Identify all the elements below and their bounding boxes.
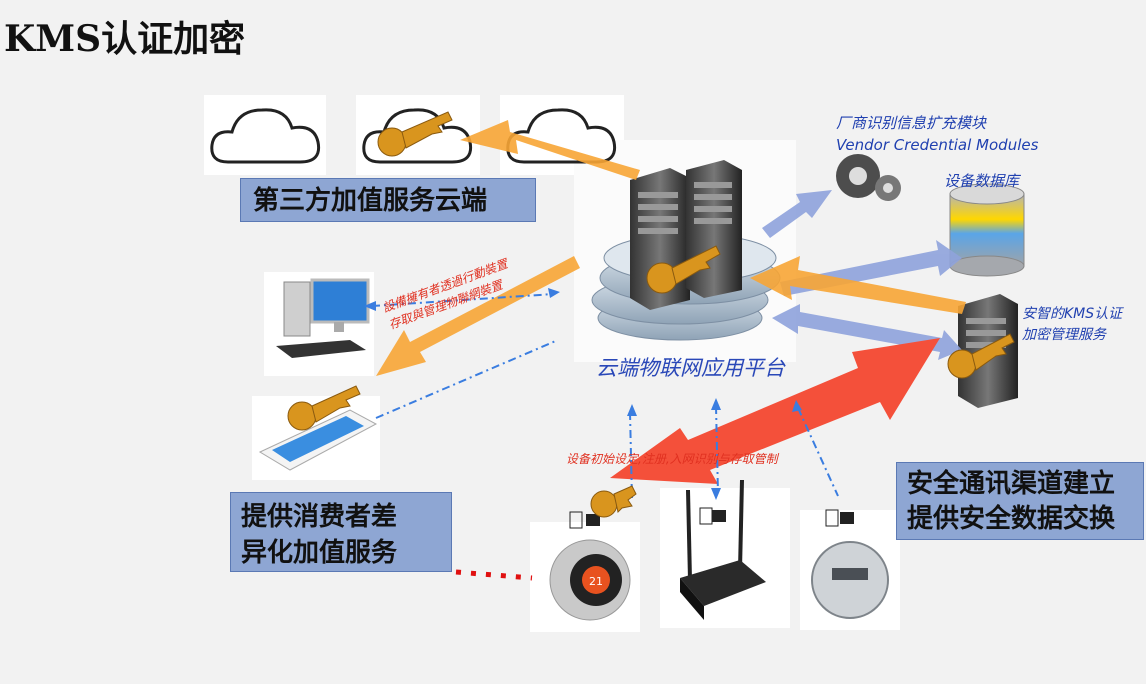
thermostat-icon <box>549 539 631 621</box>
smartphone-icon <box>258 409 378 471</box>
secure-box-line-2: 提供安全数据交换 <box>907 504 1116 534</box>
secure-box-line-1: 安全通讯渠道建立 <box>907 469 1116 499</box>
kms-service-label: 安智的KMS认证 加密管理服务 <box>1022 304 1122 346</box>
meter-icon <box>811 541 889 619</box>
orange-arrows <box>376 120 966 376</box>
dashed-arrowheads <box>364 288 802 500</box>
key-icon <box>646 245 721 294</box>
vendor-label-cn: 厂商识别信息扩充模块 <box>836 114 987 132</box>
secure-channel-box: 安全通讯渠道建立 提供安全数据交换 <box>896 462 1144 540</box>
key-icon <box>287 385 361 431</box>
kms-label-line-1: 安智的KMS认证 <box>1022 306 1123 322</box>
chip-icon <box>586 510 854 526</box>
device-init-label: 设备初始设定,注册,入网识别与存取管制 <box>566 452 778 466</box>
third-party-cloud-box: 第三方加值服务云端 <box>240 178 536 222</box>
vendor-label-en: Vendor Credential Modules <box>836 136 1039 154</box>
chip-card-icon <box>569 507 839 529</box>
database-icon <box>949 183 1025 277</box>
router-icon <box>680 479 766 620</box>
desktop-icon <box>276 278 370 358</box>
dashed-connectors <box>371 293 839 501</box>
consumer-box-line-1: 提供消费者差 <box>241 502 398 532</box>
server-icon <box>686 160 742 298</box>
gear-icon <box>836 154 901 201</box>
platform-label: 云端物联网应用平台 <box>596 356 785 380</box>
key-icon <box>590 485 637 518</box>
page-title: KMS认证加密 <box>4 18 246 60</box>
consumer-box-line-2: 异化加值服务 <box>241 538 398 568</box>
cloud-icon <box>210 108 321 164</box>
thermostat-value: 21 <box>589 575 603 588</box>
red-arrow <box>610 338 940 484</box>
dotted-link <box>455 569 533 581</box>
consumer-service-box: 提供消费者差 异化加值服务 <box>230 492 452 572</box>
vendor-module-label: 厂商识别信息扩充模块 Vendor Credential Modules <box>836 112 1038 156</box>
kms-label-line-2: 加密管理服务 <box>1022 327 1106 343</box>
database-label: 设备数据库 <box>944 172 1020 190</box>
router-tile <box>660 488 790 628</box>
key-icon <box>377 111 453 157</box>
key-icon <box>947 333 1015 379</box>
